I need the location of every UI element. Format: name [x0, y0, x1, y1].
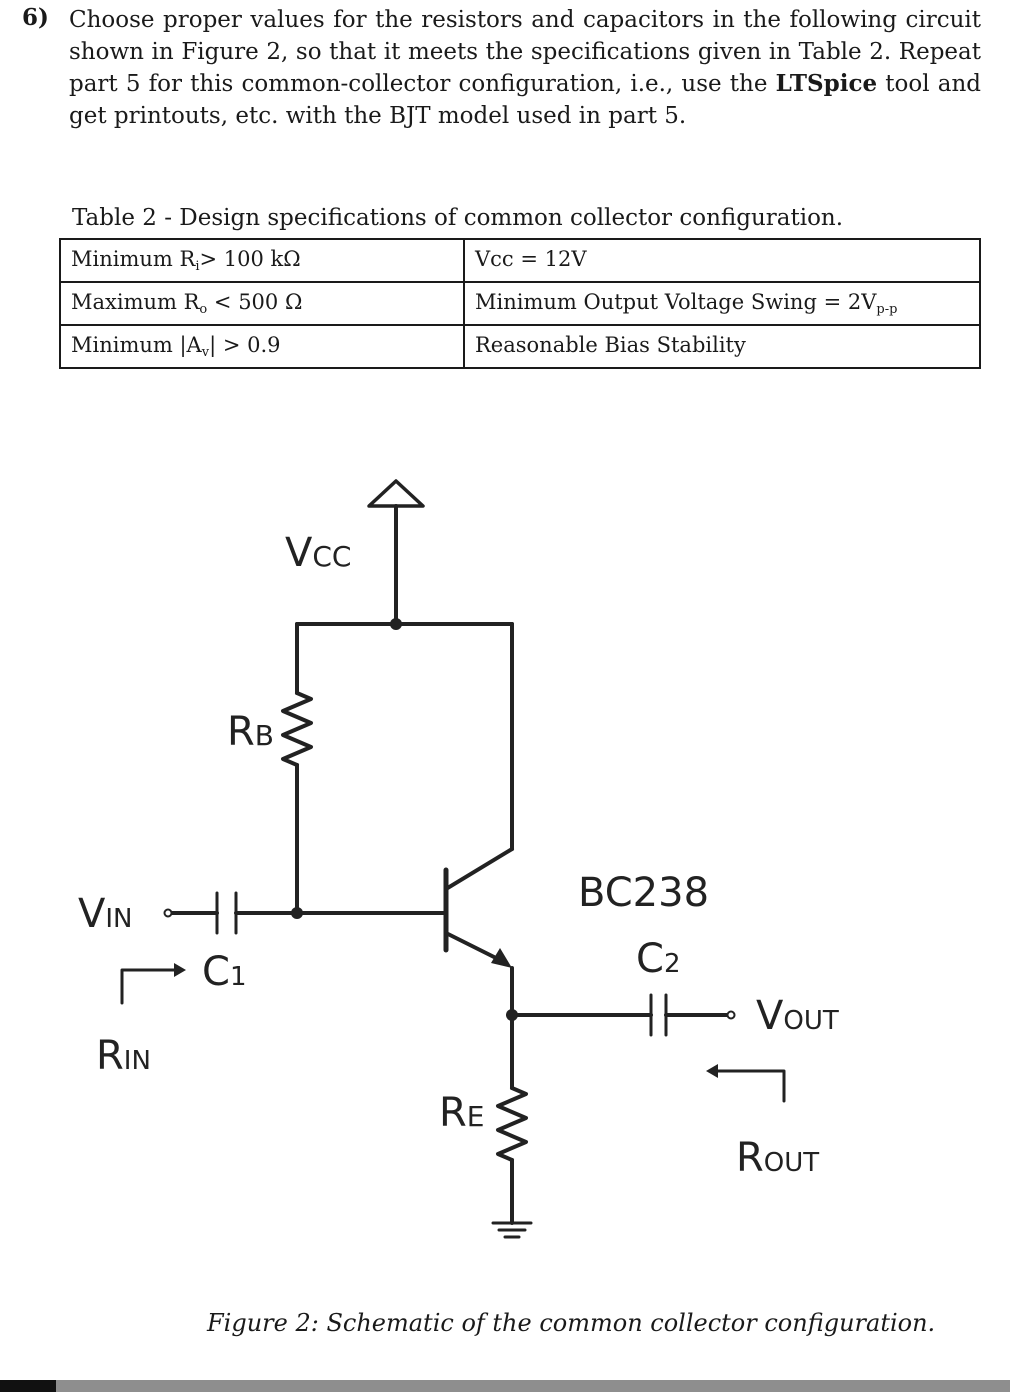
spec-text: Vcc = 12V: [475, 247, 587, 271]
spec-cell-right: Reasonable Bias Stability: [463, 324, 981, 369]
question-text-before: Choose proper values for the resistors a…: [69, 7, 981, 97]
transistor-label: BC238: [578, 870, 709, 916]
tool-name: LTSpice: [775, 70, 878, 97]
spec-cell-left: Minimum Ri> 100 kΩ: [59, 238, 465, 283]
spec-subscript: i: [195, 259, 200, 274]
table-row: Minimum Ri> 100 kΩ Vcc = 12V: [59, 238, 981, 283]
spec-text: Reasonable Bias Stability: [475, 333, 746, 357]
vcc-label: VCC: [285, 530, 351, 576]
rin-arrowhead: [174, 963, 186, 977]
spec-subscript: o: [199, 302, 208, 317]
rb-resistor: [281, 691, 313, 767]
spec-cell-right: Vcc = 12V: [463, 238, 981, 283]
junction-dot: [390, 618, 402, 630]
vin-label: VIN: [78, 891, 133, 937]
question-text-after: tool and get printouts, etc. with the BJ…: [69, 71, 981, 129]
spec-text: Minimum Output Voltage Swing = 2V: [475, 290, 877, 314]
vout-terminal: [726, 1010, 736, 1020]
re-label: RE: [439, 1090, 485, 1136]
bottom-scrollbar[interactable]: [0, 1380, 1010, 1392]
spec-text: | > 0.9: [209, 333, 281, 357]
vout-label: VOUT: [756, 993, 839, 1039]
re-resistor: [496, 1086, 528, 1162]
question-number: 6): [22, 4, 49, 31]
rout-arrow: [712, 1069, 786, 1103]
table-row: Maximum Ro < 500 Ω Minimum Output Voltag…: [59, 281, 981, 326]
vin-terminal: [163, 908, 173, 918]
bottom-bar-edge: [0, 1380, 56, 1392]
figure-caption: Figure 2: Schematic of the common collec…: [207, 1309, 936, 1337]
rout-label: ROUT: [736, 1135, 819, 1181]
junction-dot: [506, 1009, 518, 1021]
table-caption: Table 2 - Design specifications of commo…: [72, 205, 844, 231]
junction-dot: [291, 907, 303, 919]
circuit-schematic: VCC RB BC238 C2 VIN C1 VOUT RIN RE ROUT: [78, 479, 839, 1239]
emitter-arrowhead: [491, 948, 512, 968]
transistor-collector: [444, 847, 514, 891]
table-row: Minimum |Av| > 0.9 Reasonable Bias Stabi…: [59, 324, 981, 369]
spec-text: > 100 kΩ: [199, 247, 301, 271]
spec-cell-left: Maximum Ro < 500 Ω: [59, 281, 465, 326]
c2-label: C2: [636, 936, 680, 982]
spec-subscript: v: [201, 345, 210, 360]
spec-text: < 500 Ω: [207, 290, 303, 314]
rout-arrowhead: [706, 1064, 718, 1078]
vcc-supply-arrow: [367, 479, 425, 508]
spec-cell-left: Minimum |Av| > 0.9: [59, 324, 465, 369]
c1-label: C1: [202, 949, 246, 995]
rb-label: RB: [227, 709, 274, 755]
spec-table: Minimum Ri> 100 kΩ Vcc = 12V Maximum Ro …: [59, 238, 981, 369]
rin-label: RIN: [96, 1033, 151, 1079]
spec-cell-right: Minimum Output Voltage Swing = 2Vp-p: [463, 281, 981, 326]
transistor-emitter: [444, 931, 502, 962]
spec-text: Maximum R: [71, 290, 200, 314]
rin-arrow: [120, 968, 180, 1005]
spec-subscript: p-p: [876, 302, 898, 317]
spec-text: Minimum |A: [71, 333, 202, 357]
spec-text: Minimum R: [71, 247, 196, 271]
question-text: Choose proper values for the resistors a…: [69, 4, 981, 132]
